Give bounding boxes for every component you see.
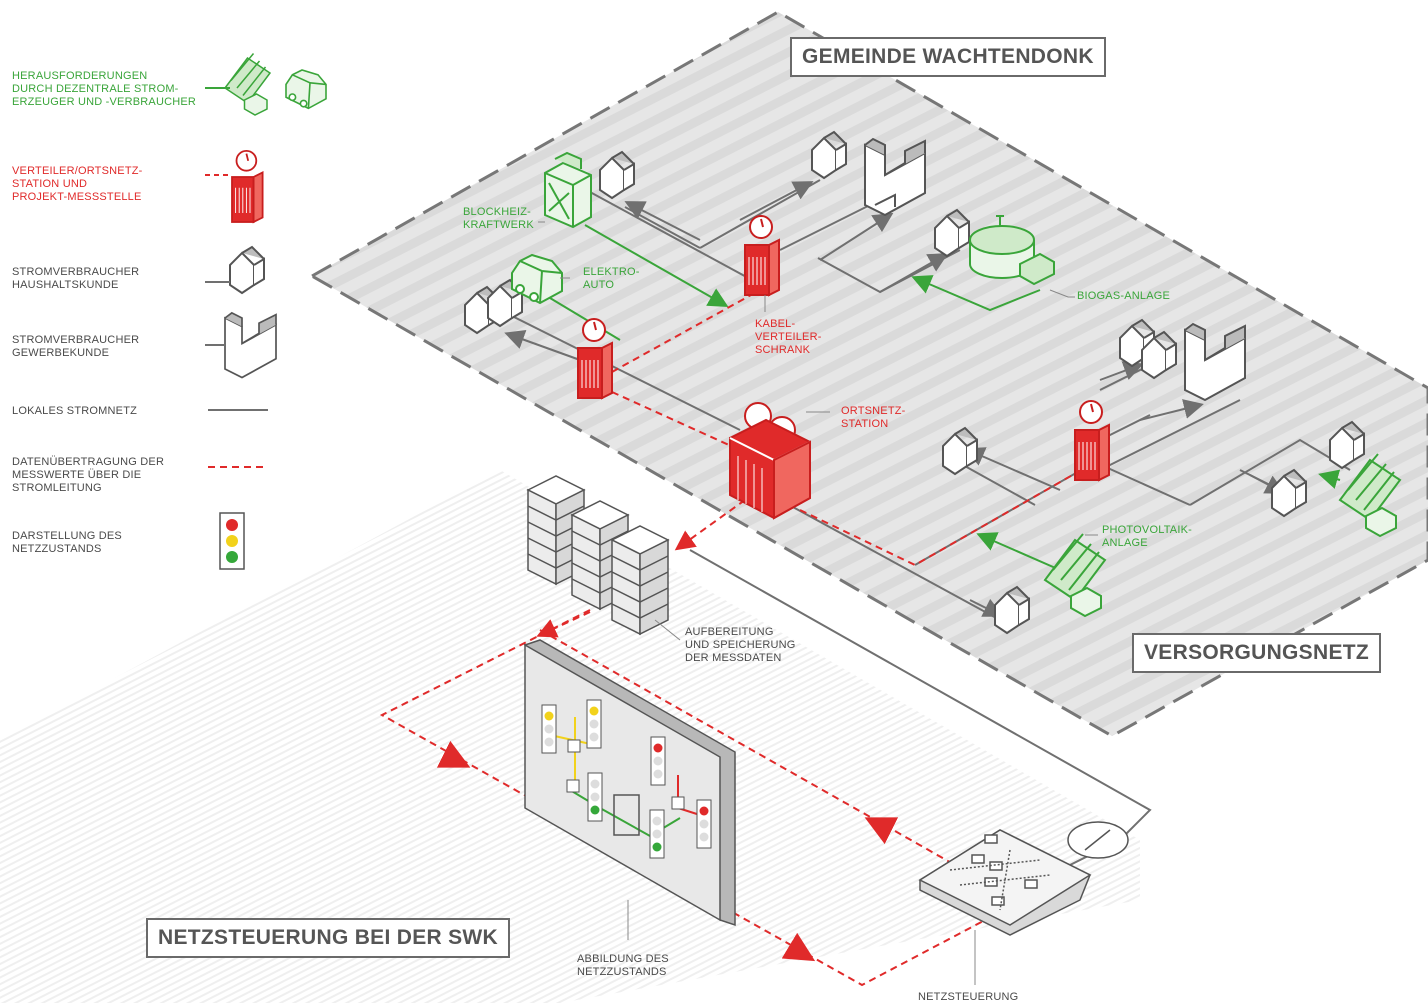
traffic-light-icon [219,512,245,570]
electric-car-icon [511,253,563,305]
legend-lokales-netz: LOKALES STROMNETZ [12,405,138,417]
chp-plant-icon [544,151,592,229]
label-biogas: BIOGAS-ANLAGE [1077,290,1171,302]
label-photovoltaik: PHOTOVOLTAIK- ANLAGE [1102,524,1193,549]
label-blockheizkraftwerk: BLOCKHEIZ- KRAFTWERK [463,206,534,231]
label-elektroauto: ELEKTRO- AUTO [583,266,640,291]
legend-haushalt: STROMVERBRAUCHER HAUSHALTSKUNDE [12,266,140,291]
title-netzsteuerung: NETZSTEUERUNG BEI DER SWK [146,918,511,958]
label-abbildung: ABBILDUNG DES NETZZUSTANDS [577,953,669,978]
legend-datenuebertragung: DATENÜBERTRAGUNG DER MESSWERTE ÜBER DIE … [12,456,165,494]
grid-status-display [523,639,736,927]
house-icon [229,130,1365,635]
electric-car-icon [285,69,327,110]
server-stack-icon [526,475,670,636]
legend-gewerbe: STROMVERBRAUCHER GEWERBEKUNDE [12,334,140,359]
factory-icon [224,137,1246,402]
label-ortsnetzstation: ORTSNETZ- STATION [841,405,906,430]
leader-lines [538,221,1098,985]
biogas-tank-icon [969,215,1055,286]
producer-lines [539,224,1341,571]
red-arrow [436,740,471,768]
solar-panel-icon [223,53,1402,618]
label-aufbereitung: AUFBEREITUNG UND SPEICHERUNG DER MESSDAT… [685,626,796,664]
red-arrow [864,817,899,845]
title-gemeinde: GEMEINDE WACHTENDONK [790,37,1106,77]
label-kabelverteiler: KABEL- VERTEILER- SCHRANK [755,318,822,356]
substation-icon [729,402,811,520]
control-desk-icon [918,829,1092,936]
legend-verteiler: VERTEILER/ORTSNETZ- STATION UND PROJEKT-… [12,165,143,203]
consumer-arrows [504,181,1286,617]
label-netzsteuerung: NETZSTEUERUNG [918,991,1019,1003]
metering-station-icon [231,150,1110,482]
legend-herausforderungen: HERAUSFORDERUNGEN DURCH DEZENTRALE STROM… [12,70,197,108]
red-arrow [781,932,816,962]
legend-netzzustand: DARSTELLUNG DES NETZZUSTANDS [12,530,122,555]
title-versorgungsnetz: VERSORGUNGSNETZ [1132,633,1382,673]
